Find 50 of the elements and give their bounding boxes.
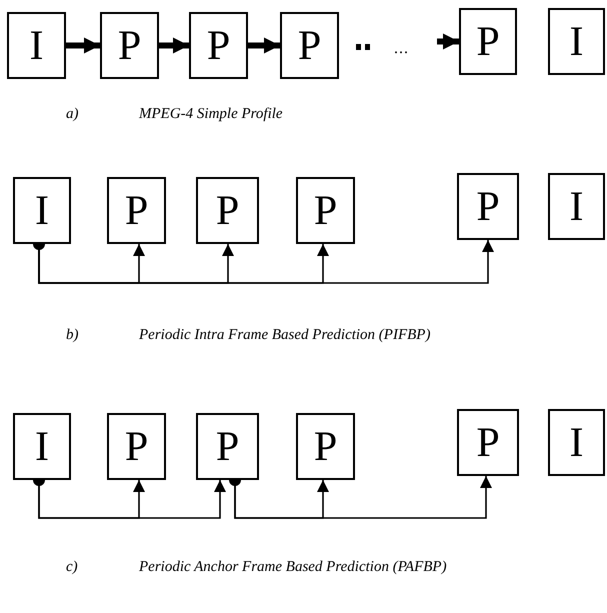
figure-caption: a) (66, 105, 80, 124)
frame-box (548, 8, 605, 75)
frame-type: P (476, 422, 500, 464)
frame-type: I (35, 190, 49, 232)
frame-type: P (216, 426, 240, 468)
arrow (38, 480, 226, 519)
figure-caption: b) (66, 326, 80, 345)
frame-type: P (206, 24, 230, 66)
figure-caption: Periodic Anchor Frame Based Prediction (PAFBP) (139, 558, 448, 577)
frame-box (13, 413, 71, 480)
arrow (38, 240, 494, 284)
frame-type: P (314, 426, 338, 468)
frame-type: P (216, 190, 240, 232)
frame-type: P (118, 24, 142, 66)
frame-type: P (476, 186, 500, 228)
frame-box (189, 12, 248, 79)
frame-type: I (35, 426, 49, 468)
frame-box (296, 413, 355, 480)
frame-box (7, 12, 66, 79)
frame-type: P (476, 20, 500, 62)
frame-box (457, 409, 519, 476)
frame-type: I (30, 24, 44, 66)
frame-box (196, 413, 259, 480)
arrow (159, 38, 189, 54)
frame-box (280, 12, 339, 79)
frame-box (100, 12, 159, 79)
frame-type: P (124, 426, 148, 468)
arrow (66, 38, 100, 54)
arrow (248, 38, 280, 54)
frame-box (548, 409, 605, 476)
frame-box (107, 413, 166, 480)
ellipsis: ... (394, 40, 409, 58)
arrow (437, 34, 459, 50)
frame-type: I (570, 422, 584, 464)
arrow (234, 476, 492, 519)
figure-caption: MPEG-4 Simple Profile (139, 105, 284, 124)
figure-caption: Periodic Intra Frame Based Prediction (PIFBP) (139, 326, 432, 345)
frame-type: I (570, 186, 584, 228)
frame-type: P (124, 190, 148, 232)
frame-box (459, 8, 517, 75)
frame-box (196, 177, 259, 244)
frame-box (548, 173, 605, 240)
frame-box (13, 177, 71, 244)
frame-box (457, 173, 519, 240)
figure-caption: c) (66, 558, 79, 577)
frame-type: P (314, 190, 338, 232)
frame-box (107, 177, 166, 244)
frame-type: P (298, 24, 322, 66)
frame-box (296, 177, 355, 244)
frame-type: I (570, 20, 584, 62)
